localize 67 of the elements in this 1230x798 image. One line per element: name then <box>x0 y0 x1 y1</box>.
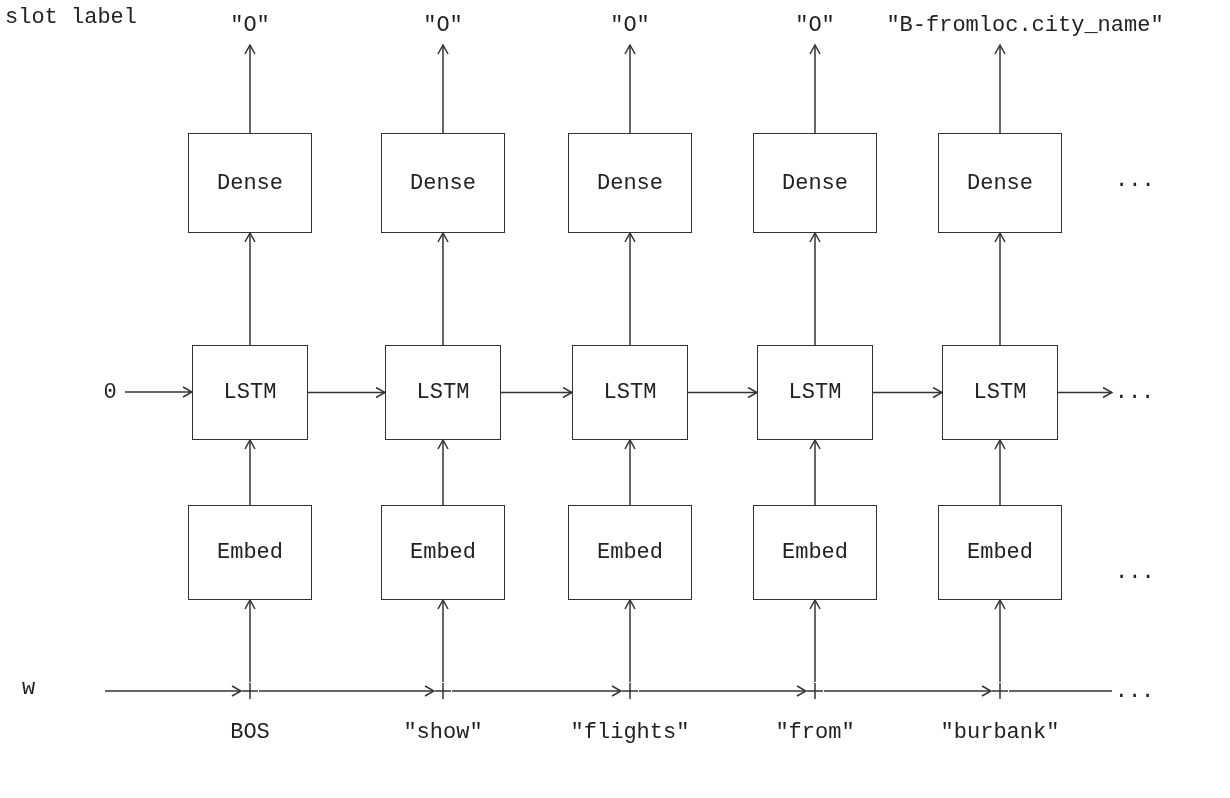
dense-layer-box: Dense <box>381 133 505 233</box>
arrow <box>500 386 573 399</box>
embed-layer-box: Embed <box>568 505 692 600</box>
dense-layer-box: Dense <box>938 133 1062 233</box>
embed-layer-box: Embed <box>188 505 312 600</box>
arrow <box>437 439 449 506</box>
arrow <box>437 232 449 346</box>
dense-layer-box: Dense <box>188 133 312 233</box>
slot-tag: "O" <box>210 5 290 45</box>
initial-state-value: 0 <box>95 372 125 412</box>
arrow <box>809 439 821 506</box>
arrow <box>244 232 256 346</box>
arrow <box>809 44 821 134</box>
input-word: "from" <box>775 720 855 745</box>
arrow <box>823 685 992 697</box>
row-heading: slot label <box>5 5 138 30</box>
dense-layer-box: Dense <box>568 133 692 233</box>
arrow <box>307 386 386 399</box>
arrow <box>244 599 256 683</box>
arrow <box>994 599 1006 683</box>
junction-mark <box>241 682 259 700</box>
arrow <box>638 685 807 697</box>
slot-tag: "O" <box>590 5 670 45</box>
arrow <box>244 44 256 134</box>
arrow <box>624 599 636 683</box>
embed-layer-box: Embed <box>753 505 877 600</box>
continuation-ellipsis: ... <box>1115 168 1155 193</box>
arrow <box>994 44 1006 134</box>
lstm-cell-box: LSTM <box>942 345 1058 440</box>
connector-line <box>1008 690 1113 692</box>
arrow <box>994 439 1006 506</box>
junction-mark <box>991 682 1009 700</box>
input-word: "flights" <box>570 720 690 745</box>
continuation-ellipsis: ... <box>1115 560 1155 585</box>
arrow <box>872 386 943 399</box>
slot-tag: "O" <box>403 5 483 45</box>
arrow <box>104 685 242 697</box>
arrow <box>809 599 821 683</box>
continuation-ellipsis: ... <box>1112 372 1157 412</box>
arrow <box>994 232 1006 346</box>
embed-layer-box: Embed <box>938 505 1062 600</box>
continuation-ellipsis: ... <box>1112 671 1157 711</box>
arrow <box>624 44 636 134</box>
arrow <box>244 439 256 506</box>
arrow <box>624 232 636 346</box>
lstm-cell-box: LSTM <box>757 345 873 440</box>
arrow <box>437 44 449 134</box>
junction-mark <box>806 682 824 700</box>
dense-layer-box: Dense <box>753 133 877 233</box>
arrow <box>624 439 636 506</box>
arrow <box>687 386 758 399</box>
arrow <box>1057 386 1113 399</box>
embed-layer-box: Embed <box>381 505 505 600</box>
arrow <box>451 685 622 697</box>
arrow <box>124 386 193 398</box>
input-word: "burbank" <box>940 720 1060 745</box>
lstm-cell-box: LSTM <box>385 345 501 440</box>
junction-mark <box>434 682 452 700</box>
arrow <box>437 599 449 683</box>
lstm-cell-box: LSTM <box>572 345 688 440</box>
input-word: BOS <box>230 720 270 745</box>
input-word: "show" <box>403 720 483 745</box>
input-sequence-label: w <box>22 676 36 701</box>
arrow <box>258 685 435 697</box>
junction-mark <box>621 682 639 700</box>
lstm-cell-box: LSTM <box>192 345 308 440</box>
arrow <box>809 232 821 346</box>
